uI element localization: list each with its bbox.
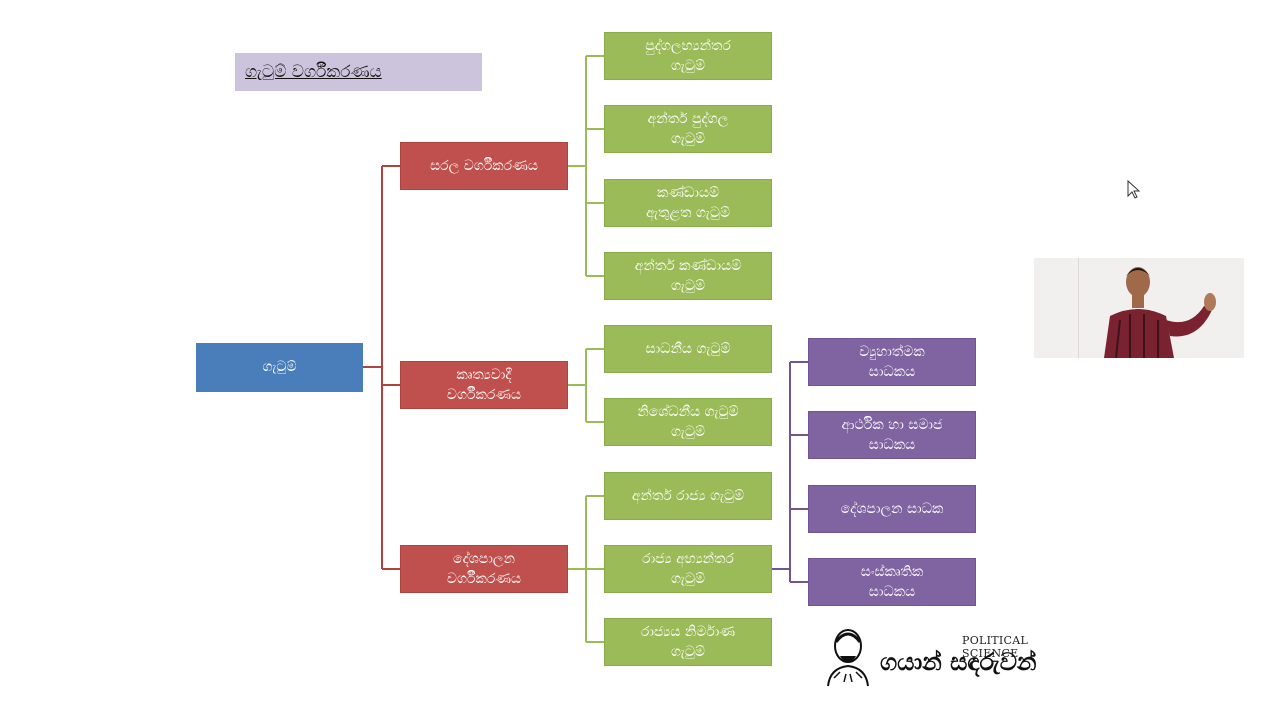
leaf-intrastate-conflict: රාජ්‍ය අභ්‍යන්තර ගැටුම්	[604, 545, 772, 593]
root-node: ගැටුම්	[196, 343, 363, 392]
presenter-webcam	[1034, 258, 1244, 358]
factor-political: දේශපාලන සාධක	[808, 485, 976, 533]
logo-sinhala-text: ගයාන් සඳරුවන්	[880, 648, 1037, 676]
leaf-state-building-conflict: රාජ්‍යය නිර්මාණ ගැටුම්	[604, 618, 772, 666]
factor-economic-social: ආර්ථික හා සමාජ සාධකය	[808, 411, 976, 459]
branch-simple-classification: සරල වර්ගීකරණය	[400, 142, 568, 190]
leaf-interstate-conflict: අන්තර් රාජ්‍ය ගැටුම්	[604, 472, 772, 520]
leaf-interpersonal-conflict: අන්තර් පුද්ගල ගැටුම්	[604, 105, 772, 153]
leaf-negative-conflict: නිශේධනීය ගැටුම් ගැටුම්	[604, 398, 772, 446]
leaf-intrapersonal-conflict: පුද්ගලභ්‍යන්තර ගැටුම්	[604, 32, 772, 80]
diagram-title: ගැටුම් වර්ගීකරණය	[245, 62, 382, 82]
leaf-positive-conflict: සාධනීය ගැටුම්	[604, 325, 772, 373]
factor-structural: ව්‍යුහාත්මක සාධකය	[808, 338, 976, 386]
branch-functional-classification: කෘත්‍යවාදී වර්ගීකරණය	[400, 361, 568, 409]
mouse-cursor-icon	[1127, 180, 1141, 199]
factor-cultural: සංස්කෘතික සාධකය	[808, 558, 976, 606]
leaf-intragroup-conflict: කණ්ඩායම් ඇතුළත ගැටුම්	[604, 179, 772, 227]
branch-political-classification: දේශපාලන වර්ගීකරණය	[400, 545, 568, 593]
leaf-intergroup-conflict: අන්තර් කණ්ඩායම් ගැටුම්	[604, 252, 772, 300]
philosopher-bust-icon	[827, 629, 869, 687]
logo-english-text: POLITICAL SCIENCE	[962, 634, 1029, 660]
diagram-title-box: ගැටුම් වර්ගීකරණය	[235, 53, 482, 91]
political-science-logo: POLITICAL SCIENCE ගයාන් සඳරුවන්	[818, 622, 1078, 688]
presenter-figure	[1104, 267, 1216, 358]
